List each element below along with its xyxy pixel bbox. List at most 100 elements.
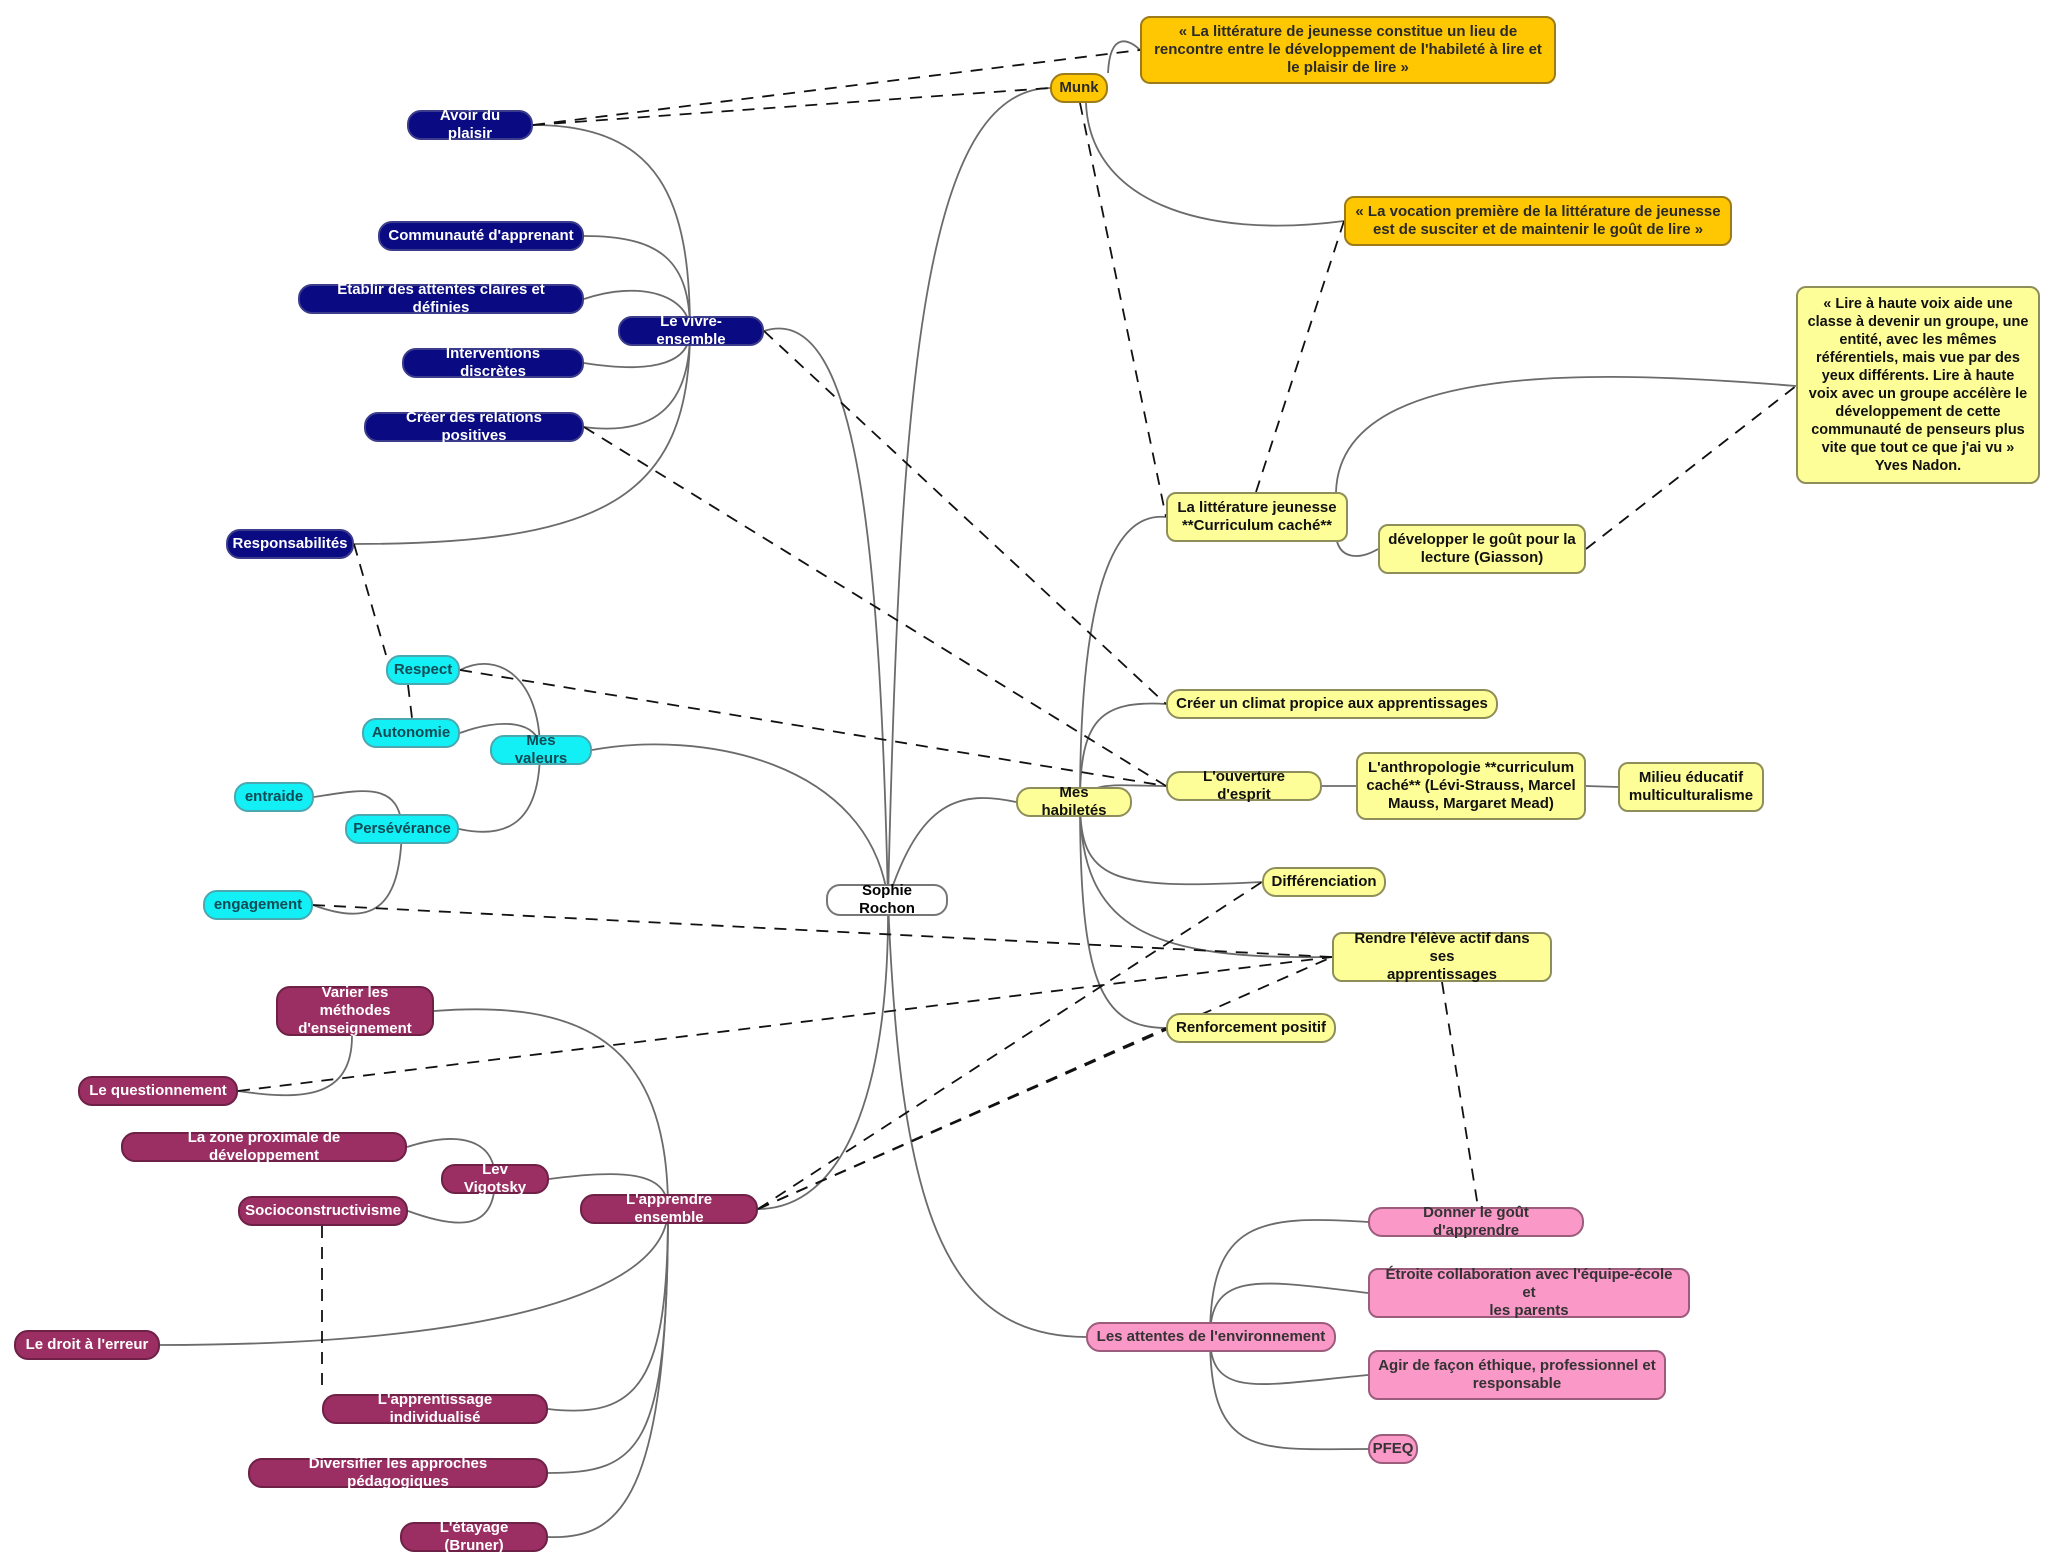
subtopic-label: développer le goût pour la lecture (Gias… <box>1388 531 1576 566</box>
subtopic-litterature-jeunesse[interactable]: La littérature jeunesse **Curriculum cac… <box>1166 492 1348 542</box>
branch-connector <box>237 1035 353 1097</box>
quote-yves-nadon[interactable]: « Lire à haute voix aide une classe à de… <box>1796 286 2040 484</box>
topic-label: Munk <box>1059 79 1099 96</box>
relation-connector <box>1441 981 1479 1208</box>
subtopic-etayage[interactable]: L'étayage (Bruner) <box>400 1519 548 1554</box>
topic-mes-habiletes[interactable]: Mes habiletés <box>1016 784 1132 819</box>
subtopic-socioconstructivisme[interactable]: Socioconstructivisme <box>238 1196 408 1226</box>
branch-connector <box>1209 1219 1369 1338</box>
branch-connector <box>887 797 1017 901</box>
subtopic-questionnement[interactable]: Le questionnement <box>78 1076 238 1106</box>
subtopic-label: entraide <box>244 788 304 805</box>
relation-connector <box>312 904 1333 958</box>
topic-apprendre-ensemble[interactable]: L'apprendre ensemble <box>580 1191 758 1226</box>
branch-connector <box>433 1008 669 1210</box>
subtopic-label: Créer des relations positives <box>406 409 542 444</box>
branch-connector <box>1585 785 1619 788</box>
subtopic-label: Socioconstructivisme <box>245 1202 401 1219</box>
subtopic-gout-lecture[interactable]: développer le goût pour la lecture (Gias… <box>1378 524 1586 574</box>
branch-connector <box>458 749 541 833</box>
branch-connector <box>159 1208 669 1346</box>
subtopic-zone-proximale[interactable]: La zone proximale de développement <box>121 1129 407 1164</box>
relation-connector <box>237 956 1333 1092</box>
relation-connector <box>407 684 413 719</box>
relation-connector <box>1079 102 1167 518</box>
branch-connector <box>1335 376 1797 493</box>
subtopic-label: Varier les méthodes d'enseignement <box>298 984 412 1037</box>
branch-connector <box>887 899 1087 1338</box>
branch-connector <box>763 327 889 901</box>
subtopic-anthropologie[interactable]: L'anthropologie **curriculum caché** (Lé… <box>1356 752 1586 820</box>
subtopic-renforcement-positif[interactable]: Renforcement positif <box>1166 1013 1336 1043</box>
subtopic-label: Respect <box>393 661 453 678</box>
subtopic-label: Le questionnement <box>89 1082 227 1099</box>
relation-connector <box>353 543 387 656</box>
subtopic-droit-erreur[interactable]: Le droit à l'erreur <box>14 1330 160 1360</box>
subtopic-label: Persévérance <box>353 820 451 837</box>
subtopic-relations[interactable]: Créer des relations positives <box>364 409 584 444</box>
topic-mes-valeurs[interactable]: Mes valeurs <box>490 732 592 767</box>
relation-connector <box>532 87 1051 126</box>
subtopic-label: engagement <box>213 896 303 913</box>
subtopic-differenciation[interactable]: Différenciation <box>1262 867 1386 897</box>
quote-vocation-premiere[interactable]: « La vocation première de la littérature… <box>1344 196 1732 246</box>
subtopic-apprentissage-individualise[interactable]: L'apprentissage individualisé <box>322 1391 548 1426</box>
relation-connectors <box>237 49 1797 1394</box>
branch-connector <box>1079 801 1167 1029</box>
relation-connector <box>763 330 1167 705</box>
subtopic-communaute[interactable]: Communauté d'apprenant <box>378 221 584 251</box>
branch-connector <box>532 124 691 332</box>
subtopic-label: Donner le goût d'apprendre <box>1423 1204 1529 1239</box>
subtopic-donner-gout[interactable]: Donner le goût d'apprendre <box>1368 1204 1584 1239</box>
subtopic-milieu-educatif[interactable]: Milieu éducatif multiculturalisme <box>1618 762 1764 812</box>
branch-connector <box>547 1208 669 1539</box>
quote-text: « La littérature de jeunesse constitue u… <box>1154 23 1542 76</box>
branch-connector <box>757 899 889 1210</box>
topic-vivre-ensemble[interactable]: Le vivre-ensemble <box>618 313 764 348</box>
quote-text: « La vocation première de la littérature… <box>1355 203 1721 238</box>
topic-attentes-environnement[interactable]: Les attentes de l'environnement <box>1086 1322 1336 1352</box>
subtopic-respect[interactable]: Respect <box>386 655 460 685</box>
subtopic-eleve-actif[interactable]: Rendre l'élève actif dans ses apprentiss… <box>1332 930 1552 983</box>
subtopic-label: La littérature jeunesse **Curriculum cac… <box>1177 499 1337 534</box>
subtopic-label: Autonomie <box>371 724 451 741</box>
subtopic-collaboration[interactable]: Étroite collaboration avec l'équipe-écol… <box>1368 1266 1690 1319</box>
subtopic-pfeq[interactable]: PFEQ <box>1368 1434 1418 1464</box>
subtopic-avoir-du-plaisir[interactable]: Avoir du plaisir <box>407 107 533 142</box>
quote-litterature-rencontre[interactable]: « La littérature de jeunesse constitue u… <box>1140 16 1556 84</box>
subtopic-responsabilites[interactable]: Responsabilités <box>226 529 354 559</box>
subtopic-label: Avoir du plaisir <box>439 107 501 142</box>
branch-connector <box>459 663 541 751</box>
subtopic-varier[interactable]: Varier les méthodes d'enseignement <box>276 984 434 1037</box>
subtopic-entraide[interactable]: entraide <box>234 782 314 812</box>
subtopic-label: Rendre l'élève actif dans ses apprentiss… <box>1354 930 1530 983</box>
branch-connectors <box>159 40 1797 1539</box>
subtopic-ouverture-esprit[interactable]: L'ouverture d'esprit <box>1166 768 1322 803</box>
topic-label: Mes valeurs <box>514 732 568 767</box>
subtopic-label: Communauté d'apprenant <box>388 227 574 244</box>
subtopic-label: La zone proximale de développement <box>187 1129 341 1164</box>
subtopic-label: Interventions discrètes <box>445 345 541 380</box>
subtopic-interventions[interactable]: Interventions discrètes <box>402 345 584 380</box>
subtopic-label: Diversifier les approches pédagogiques <box>308 1455 488 1490</box>
branch-connector <box>1209 1336 1369 1451</box>
subtopic-perseverance[interactable]: Persévérance <box>345 814 459 844</box>
central-topic[interactable]: Sophie Rochon <box>826 882 948 917</box>
branch-connector <box>312 828 403 915</box>
subtopic-lev-vigotsky[interactable]: Lev Vigotsky <box>441 1161 549 1196</box>
relation-connector <box>1255 220 1345 493</box>
branch-connector <box>1079 702 1167 803</box>
subtopic-diversifier[interactable]: Diversifier les approches pédagogiques <box>248 1455 548 1490</box>
topic-munk[interactable]: Munk <box>1050 73 1108 103</box>
subtopic-label: Milieu éducatif multiculturalisme <box>1628 769 1754 804</box>
subtopic-autonomie[interactable]: Autonomie <box>362 718 460 748</box>
subtopic-engagement[interactable]: engagement <box>203 890 313 920</box>
subtopic-label: L'apprentissage individualisé <box>377 1391 493 1426</box>
subtopic-label: Étroite collaboration avec l'équipe-écol… <box>1385 1266 1673 1319</box>
subtopic-label: Agir de façon éthique, professionnel et … <box>1378 1357 1656 1392</box>
subtopic-climat-propice[interactable]: Créer un climat propice aux apprentissag… <box>1166 689 1498 719</box>
subtopic-label: Responsabilités <box>232 535 348 552</box>
subtopic-attentes[interactable]: Établir des attentes claires et définies <box>298 281 584 316</box>
subtopic-ethique[interactable]: Agir de façon éthique, professionnel et … <box>1368 1350 1666 1400</box>
